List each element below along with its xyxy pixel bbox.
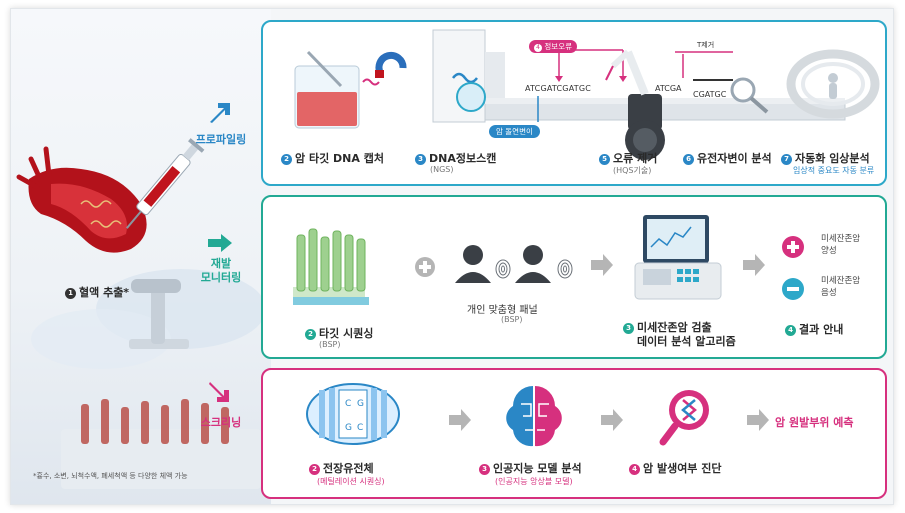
variant-analysis-label: 유전자변이 분석 [697, 152, 772, 165]
svg-text:C: C [357, 423, 363, 433]
clinical-analysis-label: 자동화 임상분석 [795, 152, 870, 165]
monitoring-illustration [293, 215, 804, 305]
step-number: 2 [281, 154, 292, 165]
negative-line2: 음성 [821, 288, 837, 298]
negative-line1: 미세잔존암 [821, 276, 861, 286]
step-number: 4 [785, 325, 796, 336]
sequence-right: CGATGC [693, 90, 727, 99]
cancer-diagnosis-label: 암 발생여부 진단 [643, 462, 722, 475]
profiling-illustration [294, 29, 880, 160]
step-number: 7 [781, 154, 792, 165]
profiling-panel: 4 정보오류 ATCGATCGATGC ATCGA CGATGC T제거 암 돌… [261, 20, 887, 186]
step-number: 3 [623, 323, 634, 334]
error-removal-label: 오류 제거 [613, 152, 658, 165]
ai-analysis-sub: (인공지능 앙상블 모델) [495, 477, 573, 486]
mrd-analysis-line2: 데이터 분석 알고리즘 [637, 335, 736, 348]
step-number: 2 [309, 464, 320, 475]
custom-panel-label: 개인 맞춤형 패널 [467, 305, 538, 316]
scan-sub: (NGS) [430, 165, 454, 174]
sequence-left: ATCGA [655, 84, 682, 93]
error-removal-sub: (HQS기술) [613, 166, 652, 175]
scan-label: DNA정보스캔 [429, 152, 497, 165]
step-number: 3 [479, 464, 490, 475]
svg-text:C: C [345, 399, 351, 409]
negative-result: 미세잔존암 음성 [821, 275, 860, 299]
step-number: 5 [599, 154, 610, 165]
monitoring-arrow-icon [208, 234, 232, 252]
svg-text:G: G [357, 399, 364, 409]
error-tag-label: 정보오류 [544, 42, 572, 51]
section-monitoring-line1: 재발 [210, 257, 232, 270]
t-removed-tag: T제거 [697, 41, 715, 49]
step-number: 4 [629, 464, 640, 475]
ai-analysis-label: 인공지능 모델 분석 [493, 462, 582, 475]
svg-text:G: G [345, 423, 352, 433]
mrd-analysis-line1: 미세잔존암 검출 [637, 321, 712, 334]
section-monitoring: 재발 모니터링 [181, 257, 261, 285]
section-profiling: 프로파일링 [195, 133, 247, 146]
section-monitoring-line2: 모니터링 [200, 271, 242, 284]
screening-illustration: C G G C [306, 383, 769, 447]
custom-panel-sub: (BSP) [501, 315, 523, 324]
lab-illustration [16, 138, 266, 489]
screening-arrow-icon [209, 382, 229, 402]
mutation-tag: 암 돌연변이 [489, 125, 540, 138]
error-tag: 4 정보오류 [529, 40, 577, 53]
target-seq-label: 타깃 시퀀싱 [319, 327, 374, 340]
positive-line2: 양성 [821, 246, 837, 256]
sequence-read: ATCGATCGATGC [525, 84, 592, 93]
section-screening: 스크리닝 [200, 416, 242, 429]
clinical-analysis-sub: 임상적 중요도 자동 분류 [793, 166, 875, 175]
blood-extraction-label: 혈액 추출* [79, 286, 130, 299]
primary-site-prediction: 암 원발부위 예측 [775, 416, 854, 429]
target-seq-sub: (BSP) [319, 340, 341, 349]
step-number: 6 [683, 154, 694, 165]
profiling-arrow-icon [210, 103, 230, 123]
step-number: 1 [65, 288, 76, 299]
step-number: 2 [305, 329, 316, 340]
wgs-label: 전장유전체 [323, 462, 374, 475]
step-number: 3 [415, 154, 426, 165]
fluid-footnote: *흉수, 소변, 뇌척수액, 폐세척액 등 다양한 체액 가능 [33, 472, 188, 480]
positive-line1: 미세잔존암 [821, 234, 861, 244]
capture-label: 암 타깃 DNA 캡처 [295, 152, 384, 165]
result-notice-label: 결과 안내 [799, 323, 844, 336]
wgs-sub: (메틸레이션 시퀀싱) [317, 477, 385, 486]
positive-result: 미세잔존암 양성 [821, 233, 860, 257]
error-tag-number: 4 [534, 44, 542, 52]
